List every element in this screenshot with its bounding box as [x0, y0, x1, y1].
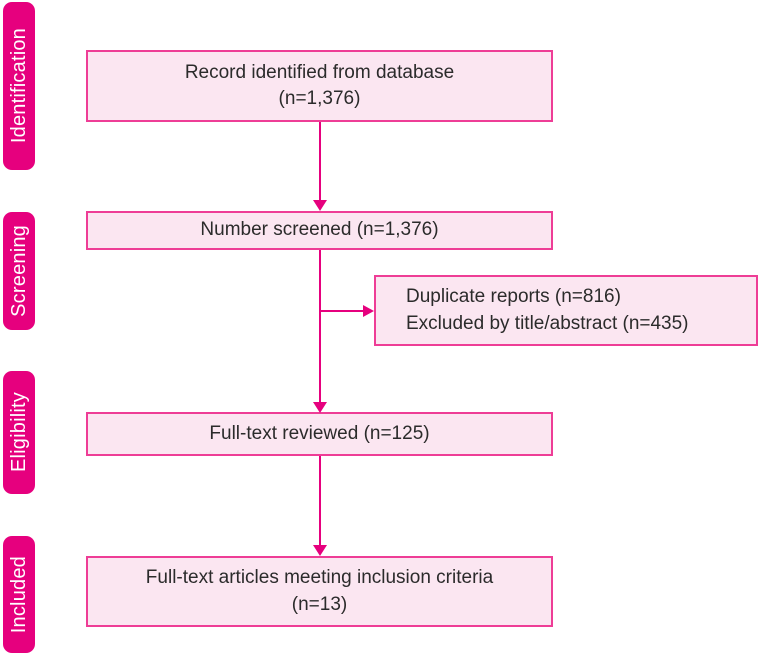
connector-screened-to-excluded-arrow-icon [363, 305, 374, 317]
flow-box-number-screened: Number screened (n=1,376) [86, 211, 553, 250]
stage-pill-included: Included [3, 536, 35, 653]
flow-box-articles-included-text: Full-text articles meeting inclusion cri… [145, 567, 494, 615]
flow-box-fulltext-reviewed-text: Full-text reviewed (n=125) [209, 422, 430, 444]
stage-pill-eligibility: Eligibility [3, 371, 35, 494]
flow-box-records-identified-text: Record identified from database (n=1,376… [184, 61, 455, 109]
flow-box-excluded-records: Duplicate reports (n=816) Excluded by ti… [374, 275, 758, 346]
flow-box-excluded-records-text: Duplicate reports (n=816) Excluded by ti… [406, 286, 689, 334]
stage-pill-screening-label: Screening [8, 225, 30, 317]
flow-box-number-screened-text: Number screened (n=1,376) [200, 219, 439, 241]
connector-fulltext-to-included-line [319, 456, 321, 549]
stage-pill-included-label: Included [8, 555, 30, 634]
flow-box-articles-included: Full-text articles meeting inclusion cri… [86, 556, 553, 627]
stage-pill-screening: Screening [3, 212, 35, 330]
stage-pill-identification: Identification [3, 2, 35, 170]
stage-pill-eligibility-label: Eligibility [8, 392, 30, 473]
connector-screened-to-fulltext-line [319, 250, 321, 405]
connector-screened-to-excluded-line [320, 310, 364, 312]
flow-box-fulltext-reviewed: Full-text reviewed (n=125) [86, 412, 553, 456]
connector-records-to-screened-line [319, 122, 321, 204]
connector-screened-to-fulltext-arrow-icon [313, 402, 327, 413]
connector-records-to-screened-arrow-icon [313, 200, 327, 211]
flow-box-records-identified: Record identified from database (n=1,376… [86, 50, 553, 122]
stage-pill-identification-label: Identification [8, 28, 30, 144]
connector-fulltext-to-included-arrow-icon [313, 545, 327, 556]
